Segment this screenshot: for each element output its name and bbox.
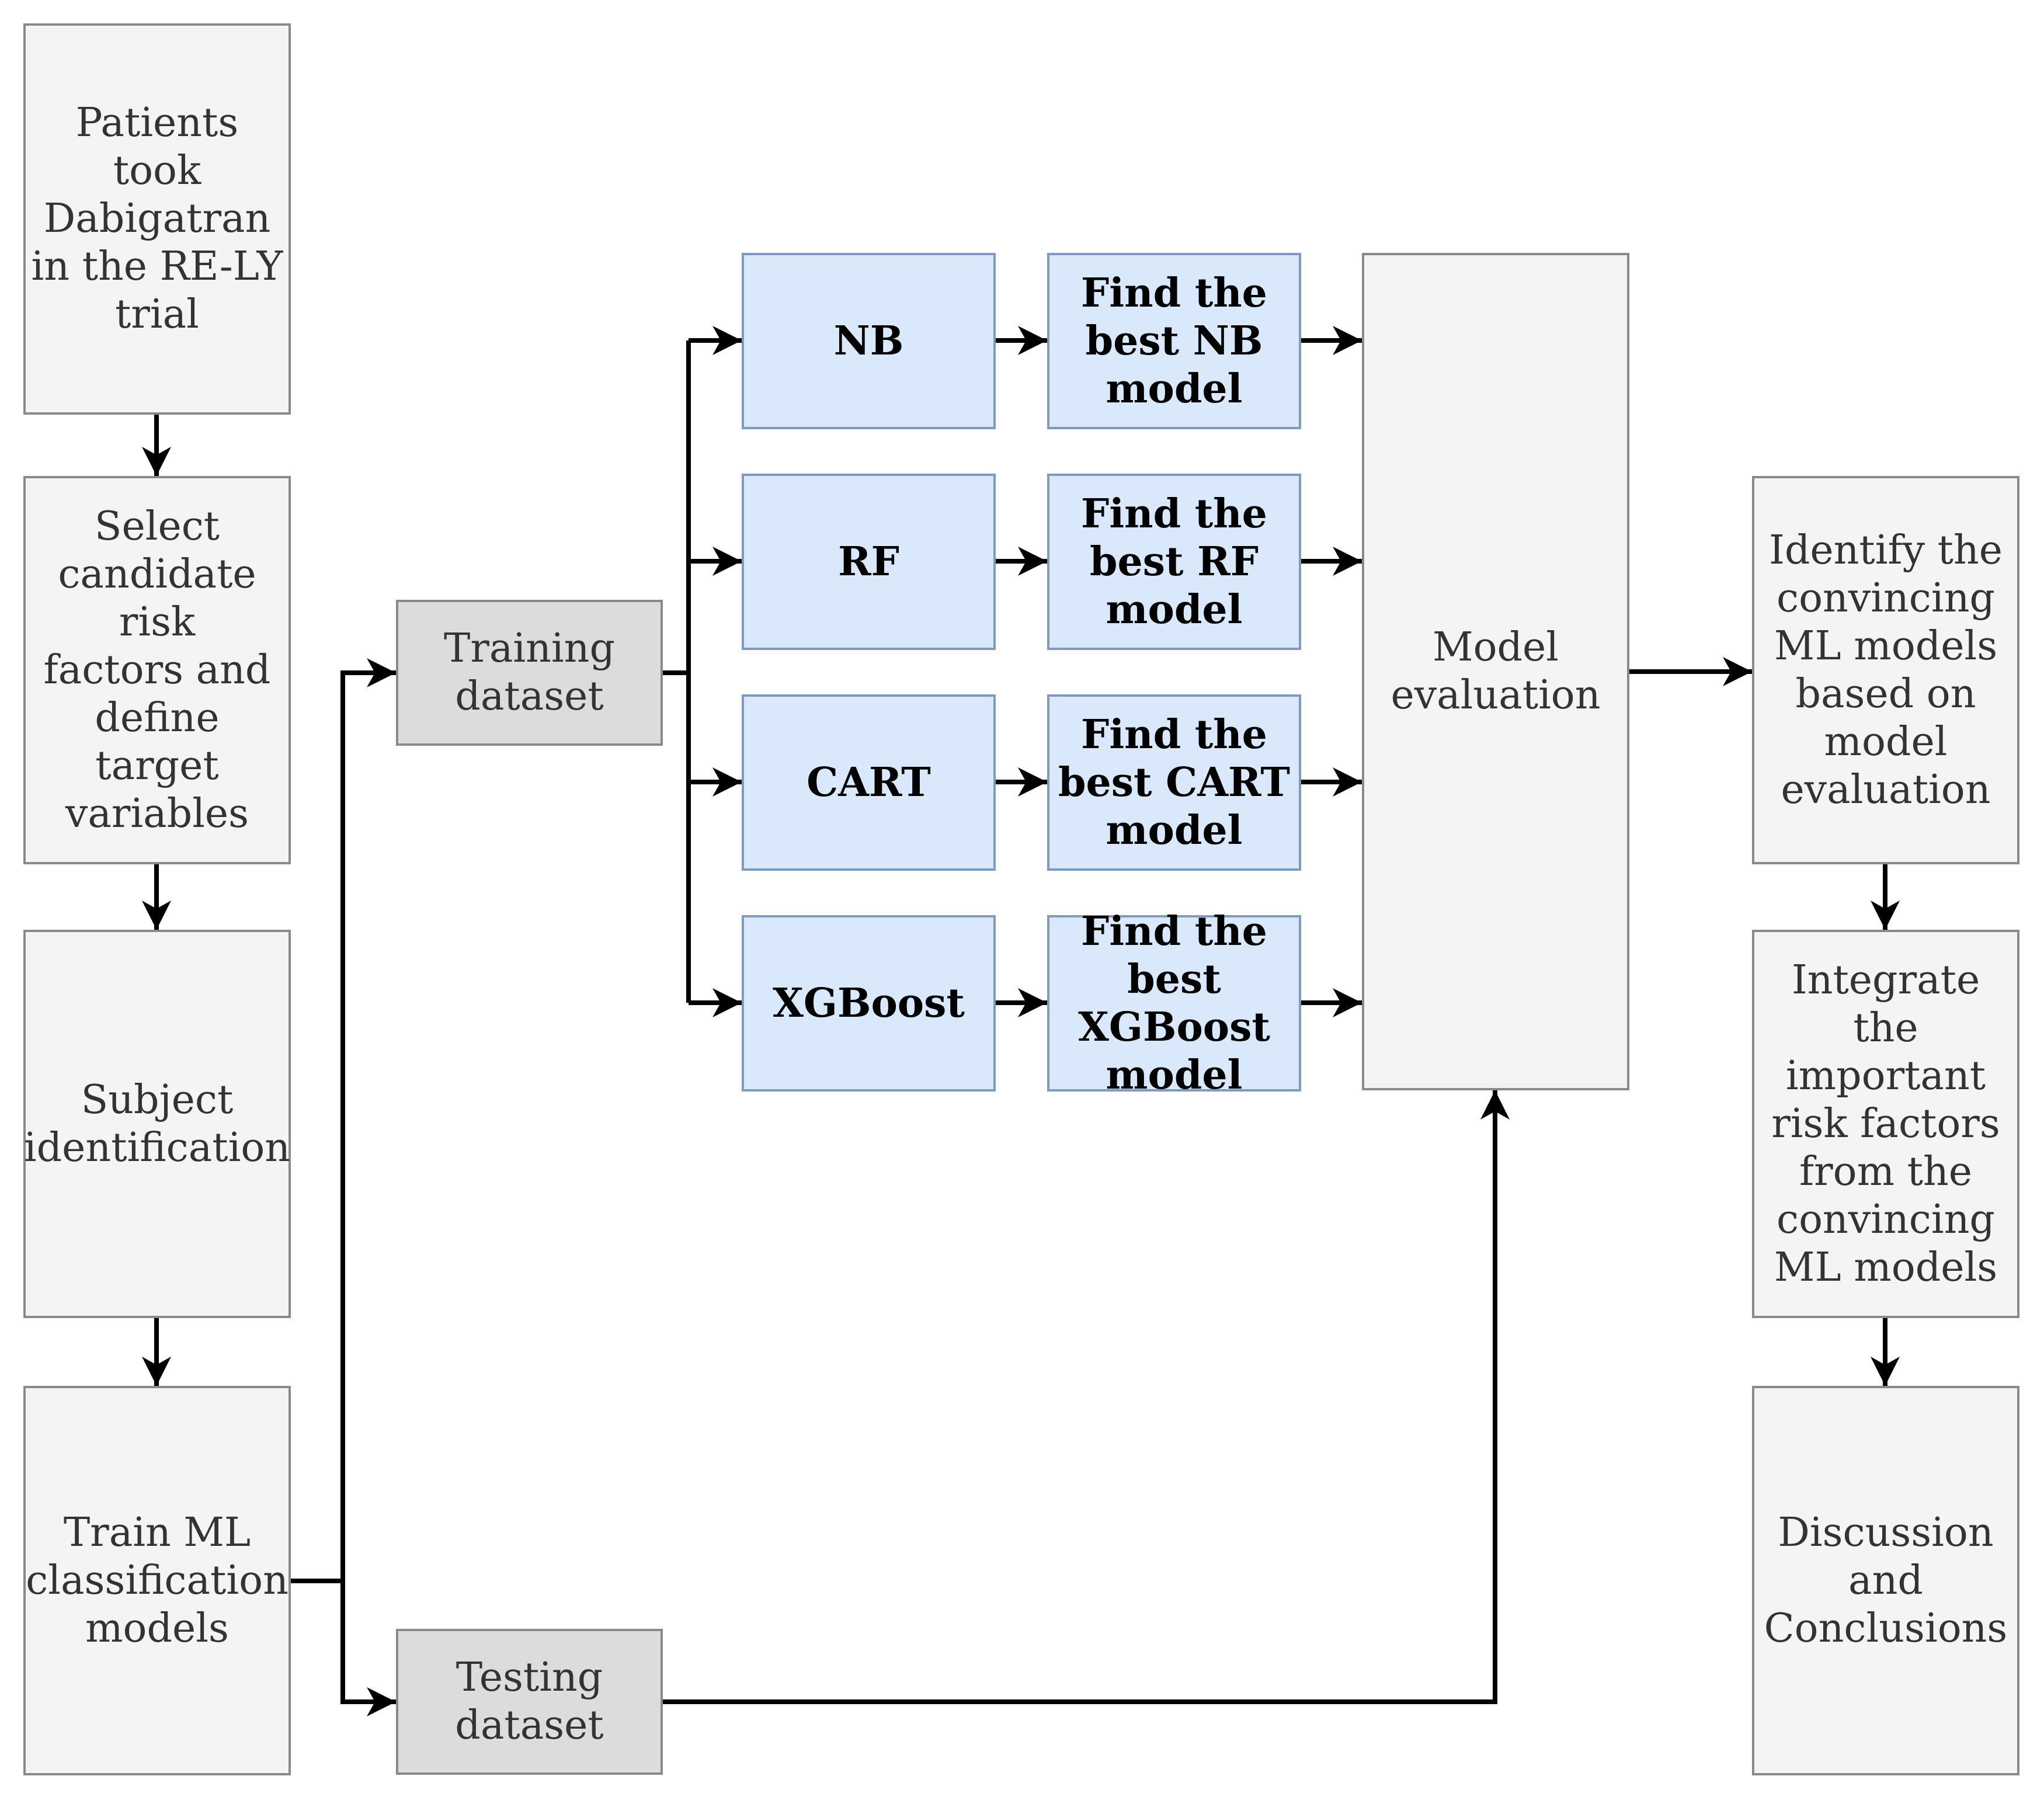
step-identify-models-label: Identify the convincing ML models based … [1768,527,2003,813]
best-nb-model-label: Find the best NB model [1081,270,1267,412]
model-xgboost-label: XGBoost [773,980,965,1027]
training-dataset-label: Training dataset [443,625,616,720]
best-nb-model: Find the best NB model [1047,253,1301,429]
best-rf-model: Find the best RF model [1047,474,1301,650]
arrow-train-to-training [340,658,396,1581]
model-nb-label: NB [833,318,904,364]
model-rf: RF [742,474,996,650]
step-select-risk-factors: Select candidate risk factors and define… [23,476,291,864]
step-patients-label: Patients took Dabigatran in the RE-LY tr… [31,100,283,338]
step-train-ml-models-label: Train ML classification models [26,1509,288,1652]
step-subject-identification: Subject identification [23,930,291,1318]
model-evaluation: Model evaluation [1362,253,1629,1090]
testing-dataset: Testing dataset [396,1629,663,1775]
best-rf-model-label: Find the best RF model [1081,491,1267,633]
step-discussion-conclusions: Discussion and Conclusions [1752,1386,2019,1775]
step-integrate-risk-factors-label: Integrate the important risk factors fro… [1771,957,2000,1291]
arrow-train-to-testing [340,1581,396,1716]
best-xgboost-model-label: Find the best XGBoost model [1078,908,1270,1099]
step-subject-identification-label: Subject identification [23,1076,291,1171]
model-rf-label: RF [838,538,899,585]
best-cart-model: Find the best CART model [1047,694,1301,871]
step-patients: Patients took Dabigatran in the RE-LY tr… [23,23,291,415]
best-xgboost-model: Find the best XGBoost model [1047,908,1301,1099]
step-train-ml-models: Train ML classification models [23,1386,291,1775]
model-evaluation-label: Model evaluation [1391,624,1601,718]
step-discussion-conclusions-label: Discussion and Conclusions [1764,1509,2008,1652]
training-dataset: Training dataset [396,600,663,746]
model-nb: NB [742,253,996,429]
arrow-testing-to-evaluation [663,1090,1510,1704]
model-cart: CART [742,694,996,871]
best-cart-model-label: Find the best CART model [1058,711,1290,854]
step-identify-models: Identify the convincing ML models based … [1752,476,2019,864]
step-integrate-risk-factors: Integrate the important risk factors fro… [1752,930,2019,1318]
step-select-risk-factors-label: Select candidate risk factors and define… [43,503,271,837]
model-xgboost: XGBoost [742,915,996,1092]
testing-dataset-label: Testing dataset [455,1655,604,1749]
model-cart-label: CART [807,759,931,806]
